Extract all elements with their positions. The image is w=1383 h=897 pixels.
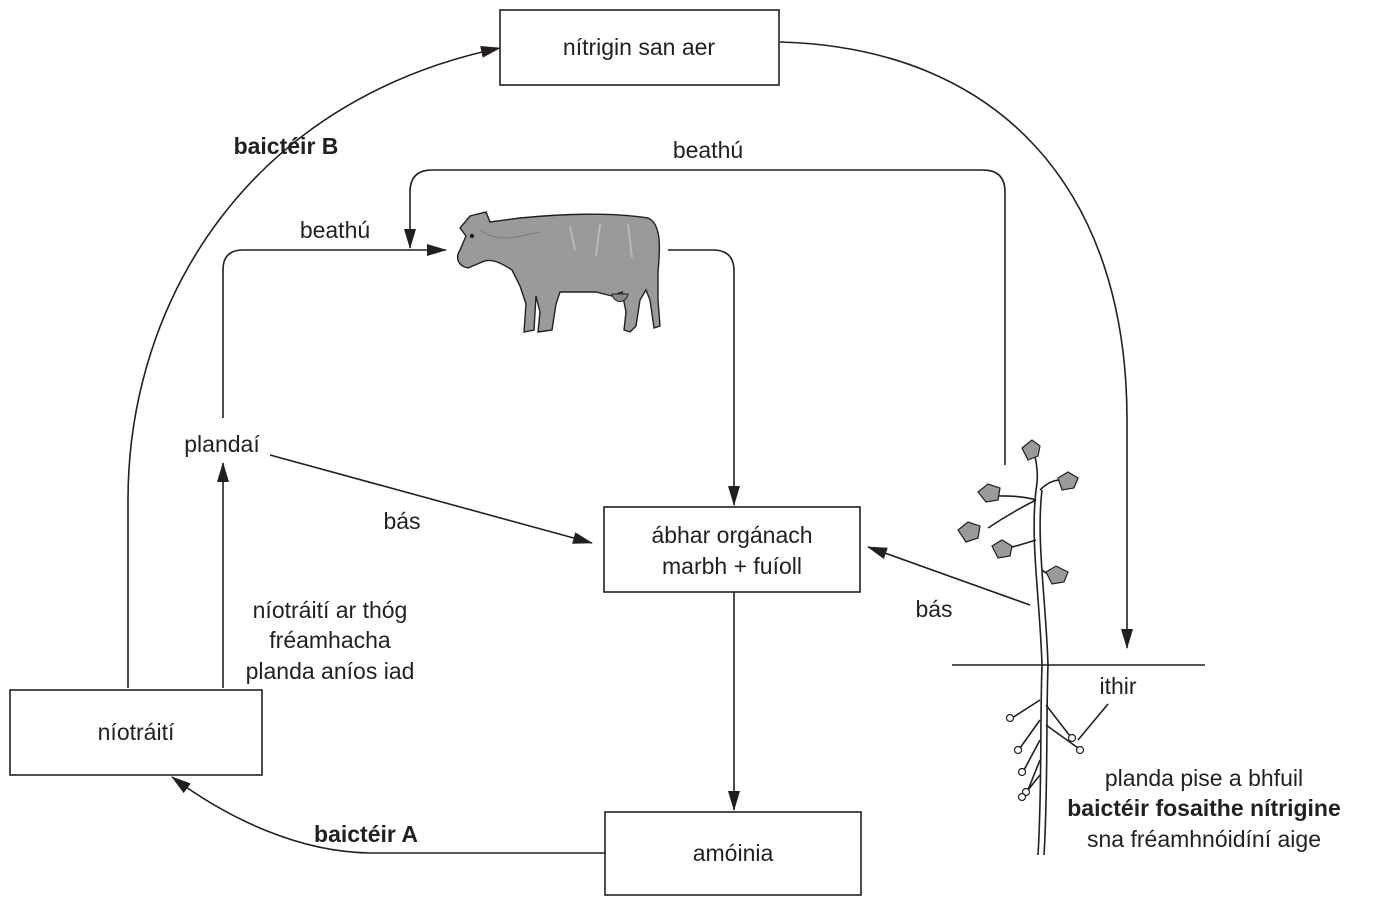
- arrow-cow-to-dead-matter: [668, 249, 740, 506]
- label-death-plants: bás: [383, 508, 420, 534]
- arrow-air-to-soil: [779, 41, 1133, 649]
- box-dead-matter-label-line1: ábhar orgánach: [651, 522, 812, 548]
- label-plants: plandaí: [184, 431, 260, 457]
- arrow-bacteria-b-to-air: [127, 46, 501, 688]
- label-uptake-line3: planda aníos iad: [246, 658, 415, 684]
- label-bacteria-a: baictéir A: [314, 821, 418, 847]
- box-nitrogen-air-label: nítrigin san aer: [563, 34, 715, 60]
- label-uptake-line1: níotráití ar thóg: [253, 597, 408, 623]
- arrow-feeding-pea-to-cow: [404, 169, 1006, 465]
- connector-arrows: [127, 41, 1133, 854]
- arrow-pea-death: [867, 546, 1031, 606]
- label-bacteria-b: baictéir B: [234, 133, 339, 159]
- box-dead-matter: ábhar orgánach marbh + fuíoll: [603, 506, 861, 593]
- box-nitrates: níotráití: [9, 689, 263, 776]
- box-ammonia-label: amóinia: [693, 840, 774, 866]
- label-feeding-top: beathú: [673, 137, 743, 163]
- arrow-feeding-plants-to-cow: [222, 244, 447, 418]
- label-pea-line1: planda pise a bhfuil: [1105, 765, 1303, 791]
- label-pea-line2: baictéir fosaithe nítrigine: [1067, 795, 1341, 821]
- arrow-ammonia-to-nitrates: [171, 776, 605, 854]
- box-nitrogen-air: nítrigin san aer: [499, 9, 780, 86]
- label-feeding-cow: beathú: [300, 217, 370, 243]
- label-pea-line3: sna fréamhnóidíní aige: [1087, 826, 1321, 852]
- cow-illustration: [456, 211, 661, 333]
- box-nitrates-label: níotráití: [98, 719, 175, 745]
- pea-plant-illustration: [957, 439, 1085, 856]
- arrow-plants-death: [269, 454, 593, 544]
- label-soil: ithir: [1099, 673, 1136, 699]
- box-ammonia: amóinia: [604, 811, 862, 896]
- label-uptake-line2: fréamhacha: [269, 627, 391, 653]
- box-dead-matter-label-line2: marbh + fuíoll: [662, 553, 802, 579]
- label-death-pea: bás: [915, 596, 952, 622]
- soil-label-leader: [1077, 703, 1109, 741]
